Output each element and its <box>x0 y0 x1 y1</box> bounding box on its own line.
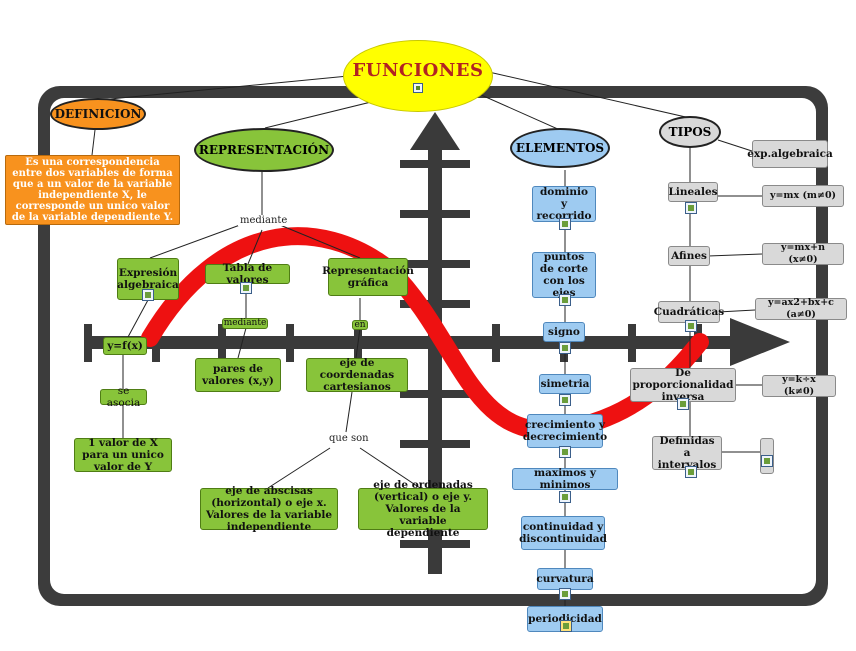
formula-intervalos-icon[interactable] <box>761 455 773 467</box>
representacion-grafica-label: Representación gráfica <box>322 265 414 289</box>
elemento-signo[interactable]: signo <box>543 322 585 342</box>
tipo-lineales-label: Lineales <box>668 186 718 198</box>
eje-abscisas-node[interactable]: eje de abscisas (horizontal) o eje x. Va… <box>200 485 338 533</box>
elemento-signo-icon[interactable] <box>559 342 571 354</box>
tipos-label: TIPOS <box>668 125 712 139</box>
mediante2-node[interactable]: mediante <box>222 318 268 329</box>
tipo-afines[interactable]: Afines <box>668 246 710 266</box>
pares-label: pares de valores (x,y) <box>202 363 274 387</box>
tipo-proporcionalidad-label: De proporcionalidad inversa <box>632 367 734 403</box>
yfx-node[interactable]: y=f(x) <box>103 337 147 355</box>
valor-unico-label: 1 valor de X para un unico valor de Y <box>82 437 164 473</box>
tipo-proporcionalidad[interactable]: De proporcionalidad inversa <box>630 367 736 403</box>
expresion-algebraica-node[interactable]: Expresión algebraica <box>117 258 179 300</box>
tipo-lineales-icon[interactable] <box>685 202 697 214</box>
valor-unico-node[interactable]: 1 valor de X para un unico valor de Y <box>74 437 172 473</box>
se-asocia-node[interactable]: se asocia <box>100 385 147 409</box>
x-axis-arrow <box>730 318 790 366</box>
elementos-label: ELEMENTOS <box>515 141 605 155</box>
title-text: FUNCIONES <box>352 59 484 81</box>
elemento-curvatura-label: curvatura <box>536 573 594 585</box>
pares-node[interactable]: pares de valores (x,y) <box>195 358 281 392</box>
formula-proporcionalidad[interactable]: y=k÷x (k≠0) <box>762 374 836 397</box>
eje-ordenadas-node[interactable]: eje de ordenadas (vertical) o eje y. Val… <box>358 479 488 539</box>
definicion-text: Es una correspondencia entre dos variabl… <box>5 155 180 225</box>
tipos-node[interactable]: TIPOS <box>659 116 721 148</box>
exp-algebraica-label: exp.algebraica <box>747 148 833 160</box>
tabla-de-valores-node[interactable]: Tabla de valores <box>205 262 290 286</box>
tabla-de-valores-label: Tabla de valores <box>222 262 273 286</box>
tipo-intervalos[interactable]: Definidas a intervalos <box>652 435 722 471</box>
tipo-afines-label: Afines <box>671 250 707 262</box>
elemento-maximos[interactable]: maximos y minimos <box>512 467 618 491</box>
expresion-link-icon[interactable] <box>142 289 154 301</box>
elementos-node[interactable]: ELEMENTOS <box>510 128 610 168</box>
formula-afines-label: y=mx+n (x≠0) <box>780 242 826 265</box>
se-asocia-label: se asocia <box>106 385 141 409</box>
x-axis <box>84 336 764 349</box>
eje-abscisas-label: eje de abscisas (horizontal) o eje x. Va… <box>205 485 333 533</box>
mediante-label: mediante <box>238 215 290 226</box>
representacion-label: REPRESENTACIÓN <box>198 143 330 157</box>
que-son-label: que son <box>327 433 371 444</box>
yfx-label: y=f(x) <box>107 340 143 352</box>
elemento-corte-icon[interactable] <box>559 294 571 306</box>
formula-afines[interactable]: y=mx+n (x≠0) <box>762 242 844 265</box>
tabla-link-icon[interactable] <box>240 282 252 294</box>
elemento-crecimiento-label: crecimiento y decrecimiento <box>522 419 608 443</box>
tipo-cuadraticas-label: Cuadráticas <box>653 306 725 318</box>
elemento-curvatura[interactable]: curvatura <box>536 568 594 590</box>
formula-cuadraticas-label: y=ax2+bx+c (a≠0) <box>768 297 834 320</box>
tipo-proporcionalidad-icon[interactable] <box>677 398 689 410</box>
eje-ordenadas-label: eje de ordenadas (vertical) o eje y. Val… <box>373 479 473 539</box>
elemento-simetria-icon[interactable] <box>559 394 571 406</box>
tipo-intervalos-label: Definidas a intervalos <box>657 435 717 471</box>
elemento-simetria[interactable]: simetria <box>539 374 591 394</box>
eje-coordenadas-label: eje de coordenadas cartesianos <box>319 357 395 393</box>
elemento-simetria-label: simetria <box>540 378 590 390</box>
y-axis <box>428 140 442 574</box>
elemento-periodicidad[interactable]: periodicidad <box>527 606 603 632</box>
elemento-corte[interactable]: puntos de corte con los ejes <box>532 251 596 299</box>
title-node[interactable]: FUNCIONES <box>343 40 493 112</box>
representacion-grafica-node[interactable]: Representación gráfica <box>322 258 414 296</box>
en-label: en <box>354 319 366 330</box>
elemento-maximos-label: maximos y minimos <box>534 467 596 491</box>
exp-algebraica-node[interactable]: exp.algebraica <box>747 140 833 168</box>
elemento-corte-label: puntos de corte con los ejes <box>539 251 589 299</box>
tipo-lineales[interactable]: Lineales <box>668 182 718 202</box>
tipo-cuadraticas-icon[interactable] <box>685 320 697 332</box>
title-link-icon[interactable] <box>413 82 423 93</box>
y-axis-arrow <box>410 112 460 150</box>
elemento-maximos-icon[interactable] <box>559 491 571 503</box>
en-node[interactable]: en <box>352 320 368 330</box>
elemento-curvatura-icon[interactable] <box>559 588 571 600</box>
elemento-dominio-label: dominio y recorrido <box>536 186 592 222</box>
definicion-node[interactable]: DEFINICION <box>50 98 146 130</box>
expresion-algebraica-label: Expresión algebraica <box>117 267 179 291</box>
formula-cuadraticas[interactable]: y=ax2+bx+c (a≠0) <box>755 297 847 320</box>
formula-proporcionalidad-label: y=k÷x (k≠0) <box>782 374 816 397</box>
mediante2-label: mediante <box>223 318 267 328</box>
elemento-continuidad[interactable]: continuidad y discontinuidad <box>519 516 607 550</box>
elemento-periodicidad-label: periodicidad <box>528 613 602 625</box>
elemento-signo-label: signo <box>548 326 580 338</box>
representacion-node[interactable]: REPRESENTACIÓN <box>194 128 334 172</box>
definicion-text-content: Es una correspondencia entre dos variabl… <box>11 157 174 223</box>
tipo-intervalos-icon[interactable] <box>685 466 697 478</box>
formula-lineales-label: y=mx (m≠0) <box>769 190 837 201</box>
eje-coordenadas-node[interactable]: eje de coordenadas cartesianos <box>306 357 408 393</box>
definicion-label: DEFINICION <box>54 107 142 121</box>
formula-intervalos[interactable] <box>760 438 774 474</box>
elemento-crecimiento-icon[interactable] <box>559 446 571 458</box>
elemento-dominio-icon[interactable] <box>559 218 571 230</box>
elemento-periodicidad-icon[interactable] <box>560 620 572 632</box>
formula-lineales[interactable]: y=mx (m≠0) <box>762 185 844 207</box>
elemento-crecimiento[interactable]: crecimiento y decrecimiento <box>523 414 607 448</box>
elemento-dominio[interactable]: dominio y recorrido <box>532 186 596 222</box>
elemento-continuidad-label: continuidad y discontinuidad <box>519 521 607 545</box>
